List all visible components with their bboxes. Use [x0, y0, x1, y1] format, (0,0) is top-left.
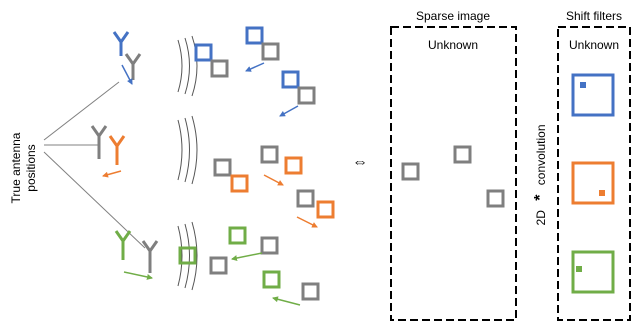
- shift-filter-blue: [571, 73, 615, 117]
- antenna-icon: [114, 230, 132, 260]
- square-marker-icon: [209, 256, 228, 275]
- square-marker-icon: [296, 189, 315, 208]
- convolution-label: 2D * convolution: [532, 125, 549, 226]
- square-marker-icon: [260, 236, 279, 255]
- arrow-icon: [296, 216, 318, 228]
- true-antenna-positions-label: True antenna positions: [9, 132, 38, 203]
- row-3-antennas: [114, 230, 159, 273]
- sparse-image-frame: [390, 26, 517, 321]
- square-marker-icon: [297, 86, 316, 105]
- row-1-squares: [194, 26, 316, 105]
- arrow-icon: [123, 271, 153, 280]
- wave-arcs-icon: [177, 115, 198, 185]
- antenna-icon: [108, 135, 126, 165]
- arrow-icon: [263, 174, 284, 186]
- square-marker-icon: [486, 189, 505, 208]
- antenna-icon: [124, 53, 142, 80]
- sparse-image-squares: [401, 145, 505, 208]
- antenna-icon: [112, 31, 130, 56]
- arrow-icon: [102, 170, 122, 178]
- filter-dot: [599, 190, 605, 196]
- wave-arcs-icon: [177, 221, 198, 291]
- antenna-icon: [90, 125, 108, 159]
- row-2-squares: [213, 145, 335, 219]
- square-marker-icon: [230, 174, 249, 193]
- convolution-symbol: *: [532, 194, 549, 201]
- square-marker-icon: [281, 70, 300, 89]
- square-marker-icon: [316, 200, 335, 219]
- equivalence-symbol: ⇔: [352, 154, 368, 171]
- antenna-icon: [141, 240, 159, 273]
- arrow-icon: [245, 62, 265, 72]
- position-lines: [43, 81, 146, 249]
- arrow-icon: [121, 64, 133, 85]
- shift-filter-green: [571, 250, 615, 294]
- square-marker-icon: [194, 43, 213, 62]
- arrow-icon: [279, 105, 299, 117]
- square-marker-icon: [213, 158, 232, 177]
- square-marker-icon: [245, 26, 264, 45]
- filter-frame: [571, 73, 615, 117]
- sparse-image-unknown: Unknown: [428, 38, 478, 52]
- wave-arcs-icon: [177, 35, 198, 97]
- square-marker-icon: [228, 226, 247, 245]
- convolution-text: 2D * convolution: [532, 125, 549, 226]
- shift-filters-frame: [557, 26, 631, 321]
- filter-dot: [580, 82, 586, 88]
- filter-dot: [576, 266, 582, 272]
- row-2-antennas: [90, 125, 126, 165]
- shift-filters-unknown: Unknown: [569, 38, 619, 52]
- square-marker-icon: [453, 145, 472, 164]
- sparse-image-title: Sparse image: [416, 9, 490, 23]
- filter-frame: [571, 250, 615, 294]
- filter-frame: [571, 161, 615, 205]
- square-marker-icon: [301, 282, 320, 301]
- square-marker-icon: [284, 156, 303, 175]
- square-marker-icon: [262, 270, 281, 289]
- square-marker-icon: [261, 42, 280, 61]
- row-3-squares: [178, 226, 320, 301]
- square-marker-icon: [401, 162, 420, 181]
- square-marker-icon: [210, 59, 229, 78]
- shift-filter-orange: [571, 161, 615, 205]
- arrow-icon: [231, 252, 263, 261]
- line-to-top-antenna: [43, 81, 120, 141]
- row-1-antennas: [112, 31, 142, 80]
- true-positions-line2: positions: [24, 144, 38, 191]
- arrow-icon: [272, 296, 301, 306]
- true-positions-line1: True antenna: [9, 132, 23, 203]
- square-marker-icon: [260, 145, 279, 164]
- square-marker-icon: [178, 246, 197, 265]
- shift-filters-title: Shift filters: [566, 9, 622, 23]
